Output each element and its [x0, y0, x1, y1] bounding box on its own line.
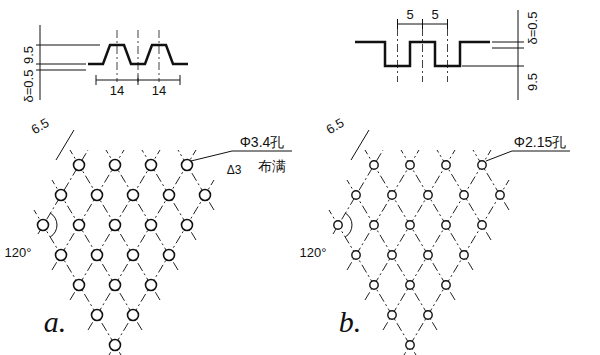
profile-b [355, 10, 524, 100]
dimension: 9.5 [526, 72, 539, 92]
angle-label: 120° [299, 246, 328, 259]
hole-note: 布满 [257, 159, 287, 173]
lattice-lines-b [329, 150, 509, 355]
dimension: 14 [109, 84, 125, 97]
dimension: 5 [405, 8, 414, 21]
dimension: 5 [430, 8, 439, 21]
panel-letter: b. [338, 307, 363, 337]
angle-label: 120° [4, 246, 33, 259]
hole-note: Φ3.4孔 [239, 135, 286, 149]
panel-letter: a. [43, 307, 68, 337]
holes-a [38, 160, 211, 351]
spacing-note: Δ3 [226, 164, 243, 176]
dimension: 9.5 [22, 45, 35, 65]
hole-note: Φ2.15孔 [513, 135, 567, 149]
thickness-note: δ=0.5 [526, 11, 539, 46]
lattice-lines-a [34, 150, 214, 355]
thickness-note: δ=0.5 [22, 69, 35, 104]
annotation-lines [50, 130, 570, 237]
dimension: 14 [151, 84, 167, 97]
profile-a [36, 25, 188, 100]
dimension: 6.5 [28, 115, 52, 136]
holes-b [334, 161, 504, 349]
dimension: 6.5 [323, 115, 347, 136]
